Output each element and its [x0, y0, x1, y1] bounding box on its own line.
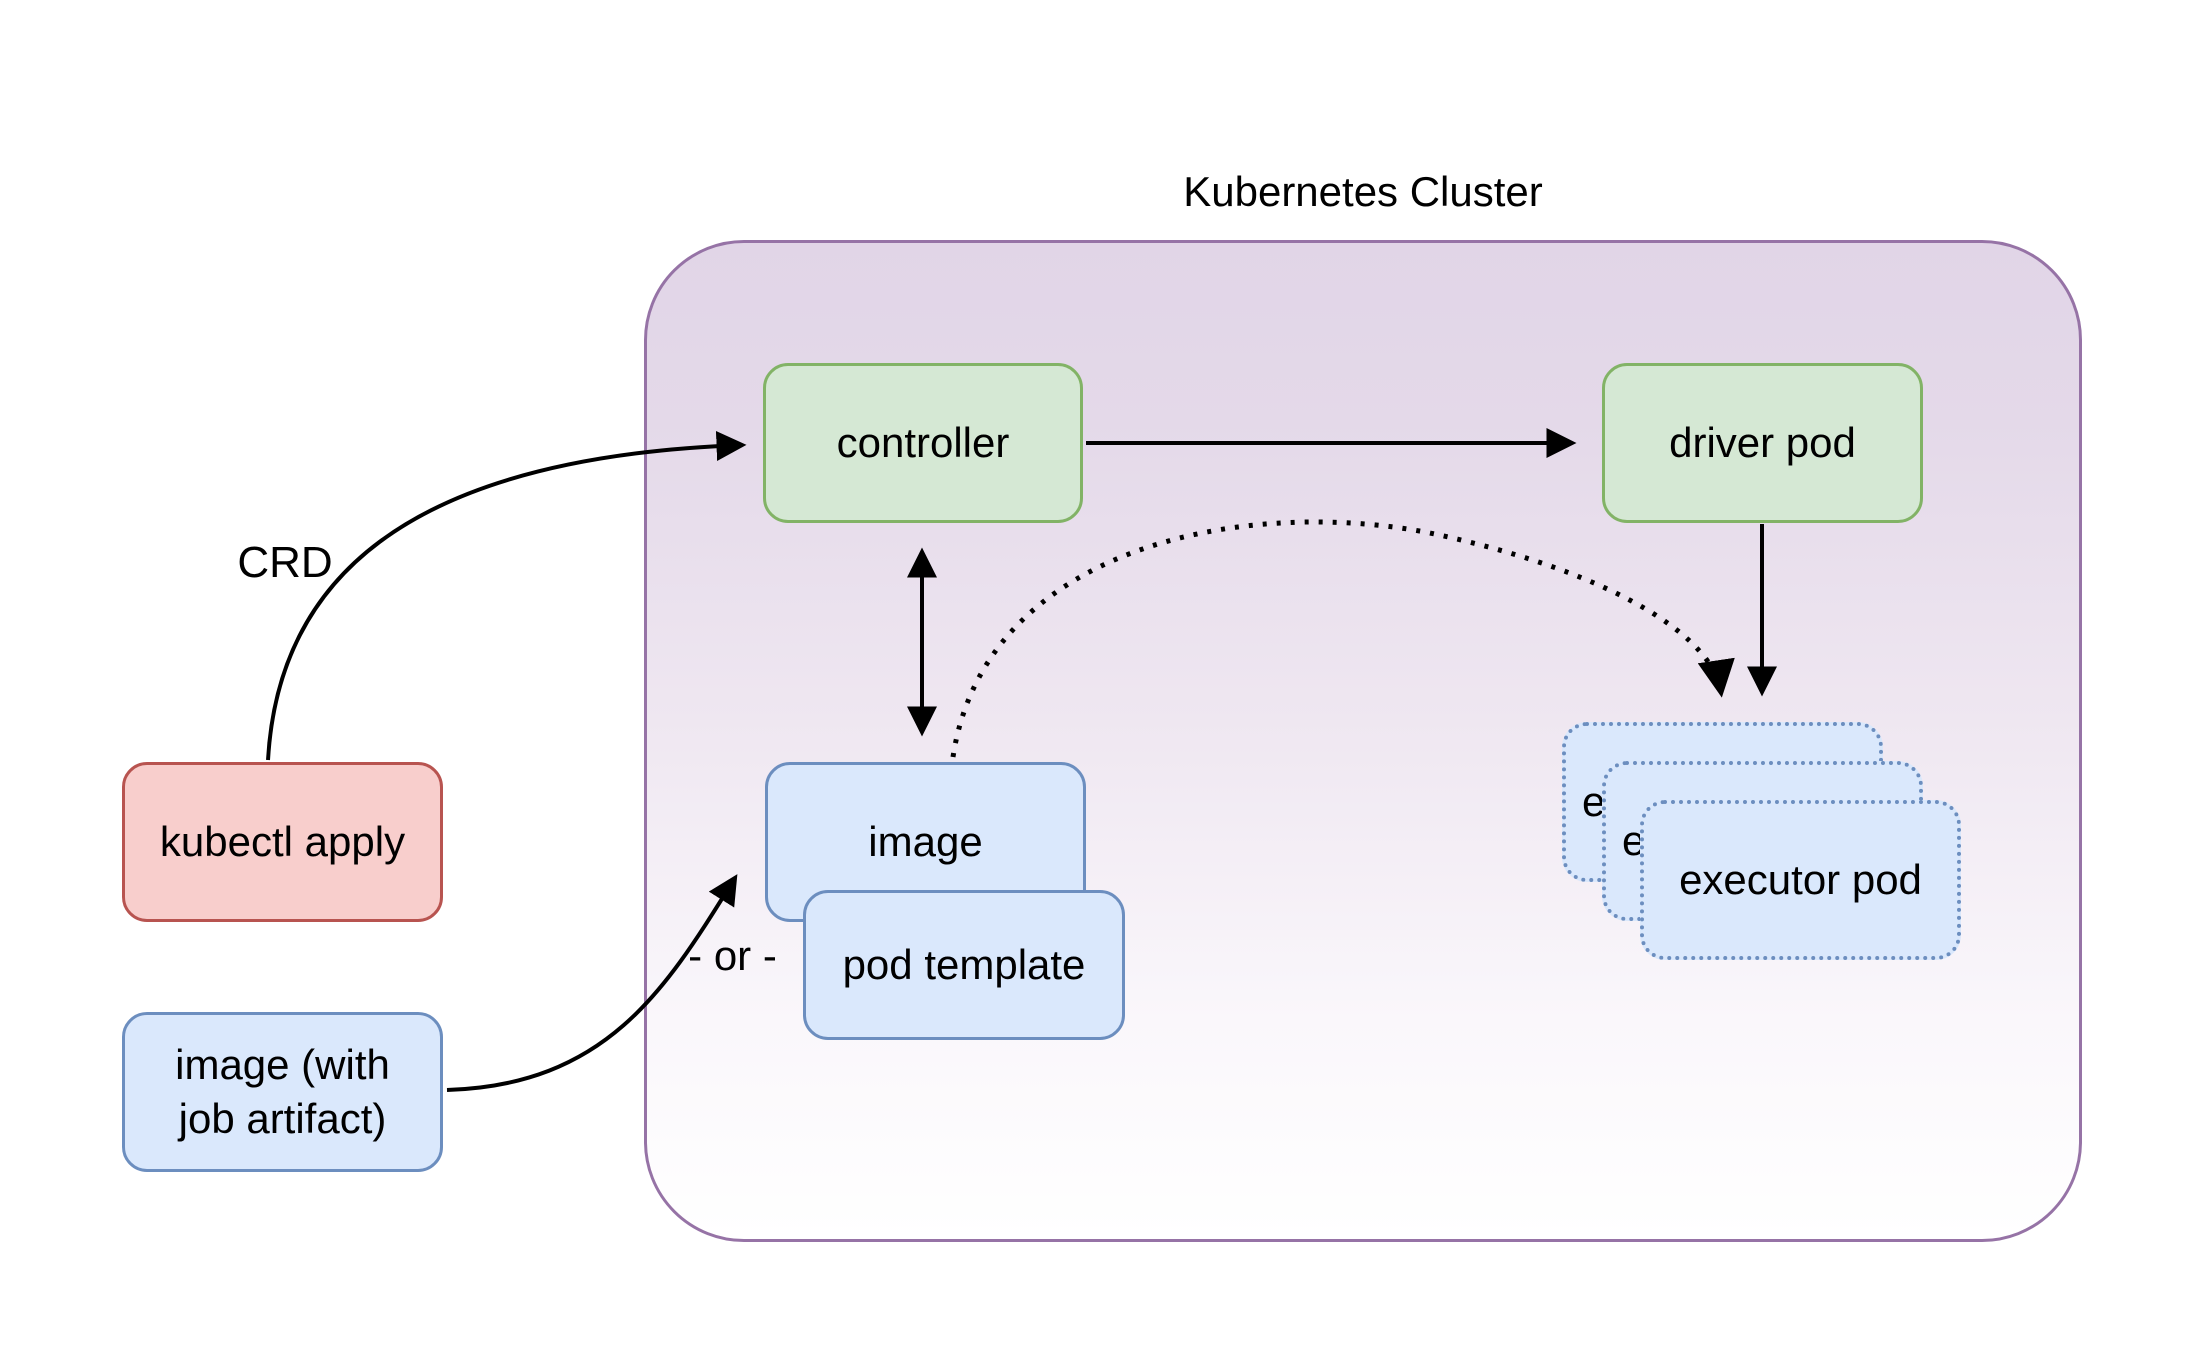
image-with-job-artifact-node: image (with job artifact)	[122, 1012, 443, 1172]
executor-pod-node-front: executor pod	[1640, 800, 1961, 960]
driver-pod-node: driver pod	[1602, 363, 1923, 523]
crd-edge-label: CRD	[237, 538, 333, 587]
kubectl-apply-label: kubectl apply	[159, 818, 406, 866]
kubectl-apply-node: kubectl apply	[122, 762, 443, 922]
controller-node: controller	[763, 363, 1083, 523]
pod-template-label: pod template	[842, 941, 1086, 989]
cluster-title: Kubernetes Cluster	[1183, 168, 1543, 215]
image-with-job-artifact-label-line2: job artifact)	[178, 1095, 387, 1142]
image-label: image	[868, 818, 983, 866]
executor-pod-label-front: executor pod	[1679, 856, 1922, 904]
image-with-job-artifact-label: image (with job artifact)	[175, 1038, 390, 1146]
pod-template-node: pod template	[803, 890, 1125, 1040]
driver-pod-label: driver pod	[1669, 419, 1856, 467]
controller-label: controller	[836, 419, 1010, 467]
or-edge-label: - or -	[688, 932, 777, 979]
image-with-job-artifact-label-line1: image (with	[175, 1041, 390, 1089]
